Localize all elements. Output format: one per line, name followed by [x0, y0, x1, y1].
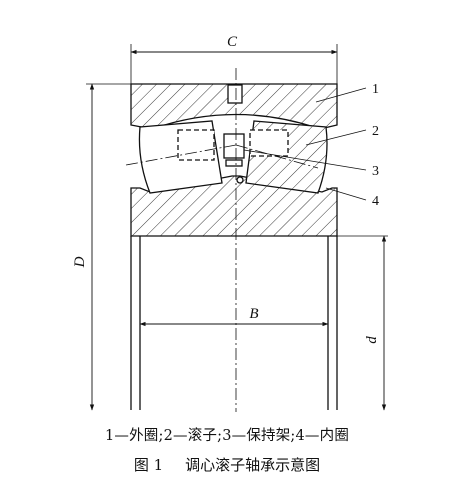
legend: 1—外圈;2—滚子;3—保持架;4—内圈	[104, 428, 350, 444]
inner-ring	[130, 175, 338, 237]
dimension-c: C	[130, 34, 338, 55]
roller-left	[138, 120, 223, 194]
dimension-b: B	[139, 306, 329, 327]
outer-ring	[130, 83, 338, 130]
callout-2: 2	[372, 124, 379, 139]
dimension-d-bore: d	[364, 235, 387, 411]
dimension-d-outer-label: D	[72, 256, 88, 268]
dimension-d-bore-label: d	[364, 336, 380, 344]
cage	[223, 133, 245, 184]
figure-caption: 图 1 调心滚子轴承示意图	[0, 454, 454, 475]
centerline	[125, 68, 319, 412]
dimension-c-label: C	[227, 34, 238, 50]
figure-title: 调心滚子轴承示意图	[185, 456, 321, 474]
figure-number: 图 1	[133, 456, 164, 474]
dimension-b-label: B	[249, 306, 258, 322]
callout-4: 4	[372, 194, 379, 209]
callout-3: 3	[372, 164, 379, 179]
dimension-d-outer: D	[72, 83, 95, 411]
callout-1: 1	[372, 82, 379, 97]
bearing-diagram: C D B d 1 2 3 4	[72, 34, 388, 412]
